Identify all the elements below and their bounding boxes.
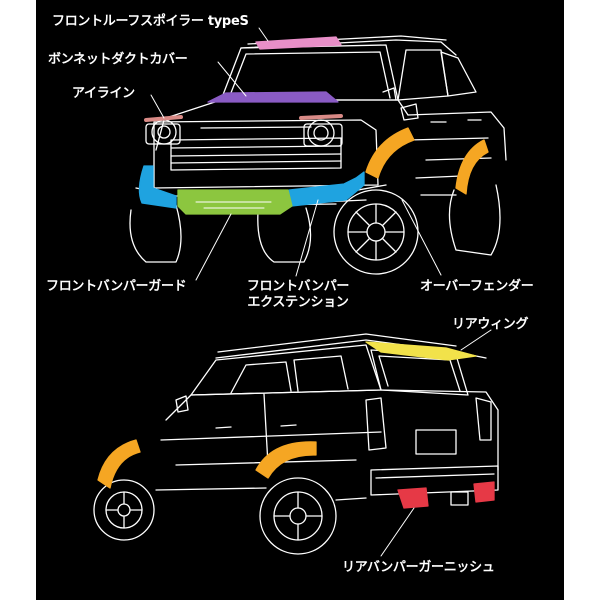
front-bumper-extension-left-part xyxy=(138,165,177,209)
leader-bumper-guard xyxy=(195,213,232,281)
label-eyeline: アイライン xyxy=(72,86,135,101)
leader-rear-wing xyxy=(460,329,492,351)
vehicle-diagram xyxy=(93,27,507,557)
over-fender-rear-left-part xyxy=(97,439,141,489)
eyeline-left-part xyxy=(144,115,183,122)
front-vehicle-outline xyxy=(129,35,507,275)
label-front-bumper-extension: フロントバンパー エクステンション xyxy=(228,279,368,311)
front-bumper-extension-right-part xyxy=(288,171,365,207)
label-rear-bumper-garnish: リアバンパーガーニッシュ xyxy=(342,560,495,575)
leader-bonnet-duct xyxy=(217,61,247,97)
over-fender-rear-right-part xyxy=(255,441,317,479)
leader-eyeline xyxy=(150,94,165,119)
label-bonnet-duct-cover: ボンネットダクトカバー xyxy=(48,52,188,67)
over-fender-front-part xyxy=(365,127,415,179)
rear-bumper-garnish-left-part xyxy=(397,487,429,509)
leader-lines xyxy=(150,27,492,557)
bonnet-duct-cover-part xyxy=(207,91,339,103)
leader-rear-garnish xyxy=(380,507,415,557)
eyeline-right-part xyxy=(299,114,343,120)
rear-bumper-garnish-right-part xyxy=(473,481,495,503)
label-over-fender: オーバーフェンダー xyxy=(420,279,534,294)
leader-over-fender xyxy=(401,199,442,276)
over-fender-rear-part xyxy=(455,139,489,195)
diagram-panel: フロントルーフスポイラー typeS ボンネットダクトカバー アイライン フロン… xyxy=(36,0,564,600)
leader-roof-spoiler xyxy=(258,27,269,42)
leader-bumper-extension xyxy=(295,199,319,277)
label-front-roof-spoiler: フロントルーフスポイラー typeS xyxy=(52,14,249,29)
label-rear-wing: リアウィング xyxy=(452,317,529,332)
front-bumper-guard-detail xyxy=(195,201,272,209)
front-roof-spoiler-part xyxy=(255,36,342,50)
label-front-bumper-guard: フロントバンパーガード xyxy=(46,279,187,294)
label-front-bumper-extension-line1: フロントバンパー xyxy=(246,279,350,294)
rear-wing-part xyxy=(365,341,477,361)
label-front-bumper-extension-line2: エクステンション xyxy=(247,295,349,310)
